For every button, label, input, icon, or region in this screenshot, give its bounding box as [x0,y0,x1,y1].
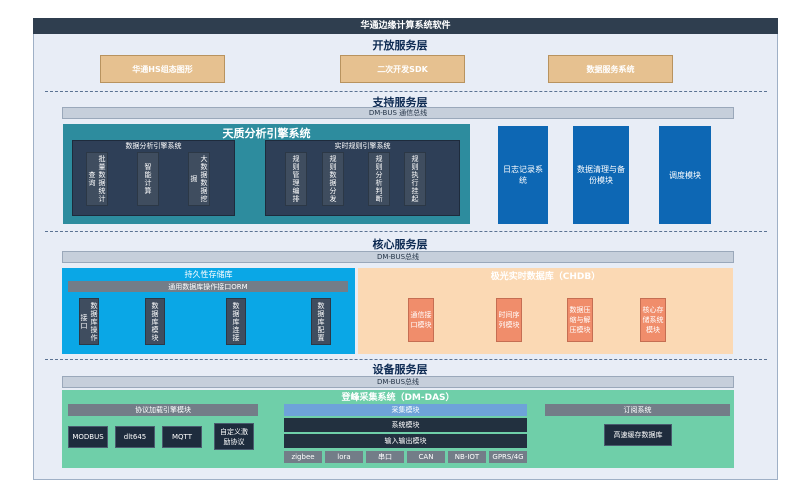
port-serial[interactable]: 串口 [366,451,404,463]
scheduler-module[interactable]: 调度模块 [659,126,711,224]
core-layer-title: 核心服务层 [372,238,428,251]
chdb-title: 极光实时数据库（CHDB） [490,272,601,282]
das-title: 登峰采集系统（DM-DAS） [341,393,455,403]
open-item-data-service[interactable]: 数据服务系统 [548,55,673,83]
device-layer-title: 设备服务层 [372,363,428,376]
high-speed-cache-db[interactable]: 高速缓存数据库 [604,424,672,446]
da-module-data-mining[interactable]: 大数据数据挖掘 [188,152,210,206]
data-analysis-title: 数据分析引擎系统 [125,142,182,150]
port-lora[interactable]: lora [325,451,363,463]
window-title: 华通边缘计算系统软件 [33,18,778,34]
persist-module-3[interactable]: 数据库连接 [226,298,246,345]
protocol-dlt645[interactable]: dlt645 [115,426,155,448]
port-zigbee[interactable]: zigbee [284,451,322,463]
rr-module-analysis[interactable]: 规则分析判断 [368,152,390,206]
collect-module-title[interactable]: 采集模块 [284,404,527,416]
layer-divider [45,359,767,360]
chdb-module-timeseries[interactable]: 时间序列模块 [496,298,522,342]
chdb-module-comm[interactable]: 通信接口模块 [408,298,434,342]
layer-divider [45,231,767,232]
layer-divider [45,91,767,92]
collect-system-module[interactable]: 系统模块 [284,418,527,432]
open-item-hs[interactable]: 华通HS组态图形 [100,55,225,83]
chdb-module-core-storage[interactable]: 核心存储系统模块 [640,298,666,342]
protocol-engine-title: 协议加载引擎模块 [68,404,258,416]
device-bus: DM-BUS总线 [62,376,734,388]
persist-module-4[interactable]: 数据库配置 [311,298,331,345]
subscribe-system-title: 订阅系统 [545,404,730,416]
persist-module-1[interactable]: 数据库操作接口 [79,298,99,345]
rr-module-orchestration[interactable]: 规则管理编排 [285,152,307,206]
da-module-smart-calc[interactable]: 智能计算 [137,152,159,206]
protocol-custom[interactable]: 自定义激励协议 [214,423,254,450]
rr-module-distribution[interactable]: 规则数据分发 [322,152,344,206]
protocol-mqtt[interactable]: MQTT [162,426,202,448]
log-module[interactable]: 日志记录系统 [498,126,548,224]
core-bus: DM-BUS总线 [62,251,734,263]
realtime-rules-title: 实时规则引擎系统 [334,142,391,150]
collect-io-module[interactable]: 输入输出模块 [284,434,527,448]
da-module-batch-query[interactable]: 批量数据统计查询 [86,152,108,206]
port-nb-iot[interactable]: NB-IOT [448,451,486,463]
analysis-engine-title: 天质分析引擎系统 [222,127,311,140]
persistent-store-title: 持久性存储库 [184,270,233,279]
support-layer-title: 支持服务层 [372,96,428,109]
port-can[interactable]: CAN [407,451,445,463]
support-bus: DM-BUS 通信总线 [62,107,734,119]
open-item-sdk[interactable]: 二次开发SDK [340,55,465,83]
persist-module-2[interactable]: 数据库模块 [145,298,165,345]
chdb-module-compress[interactable]: 数据压缩与解压模块 [567,298,593,342]
cleanup-backup-module[interactable]: 数据清理与备份模块 [573,126,629,224]
rr-module-suspend[interactable]: 规则执行挂起 [404,152,426,206]
open-layer-title: 开放服务层 [372,39,428,52]
orm-interface[interactable]: 通用数据库操作接口ORM [68,281,348,292]
port-gprs-4g[interactable]: GPRS/4G [489,451,527,463]
protocol-modbus[interactable]: MODBUS [68,426,108,448]
